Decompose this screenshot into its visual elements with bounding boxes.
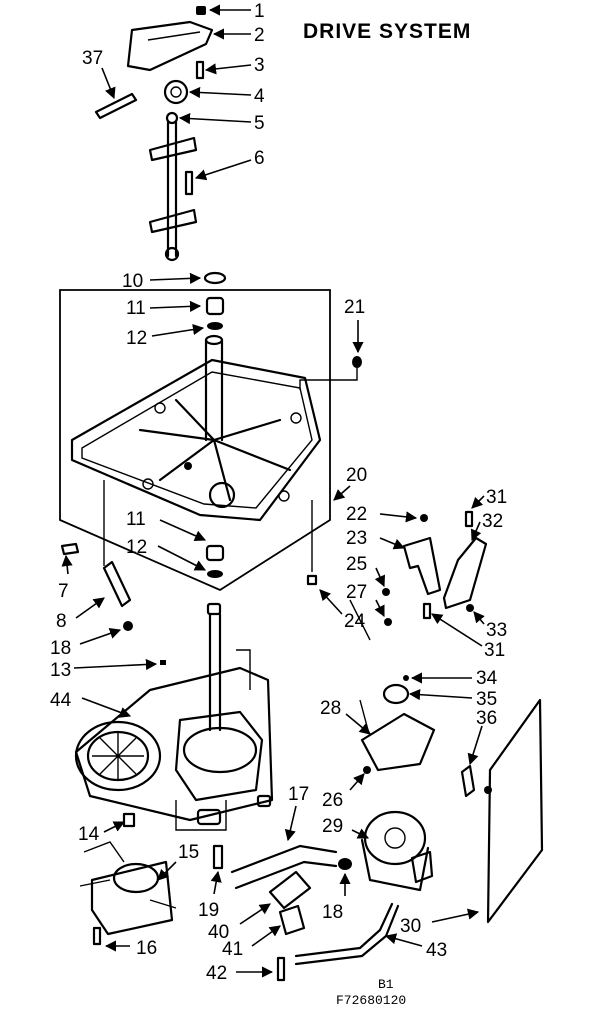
callout-27: 27 [346, 582, 367, 603]
callout-18: 18 [50, 638, 71, 659]
callout-12-lower: 12 [126, 537, 147, 558]
callout-11-lower: 11 [126, 509, 146, 530]
callout-15: 15 [178, 842, 199, 863]
pump-assembly [79, 841, 177, 946]
callouts: 1 2 3 4 5 6 37 10 11 12 21 20 11 12 7 8 [50, 1, 507, 984]
transmission-assembly [74, 602, 274, 831]
callout-29: 29 [322, 816, 343, 837]
callout-40: 40 [208, 922, 229, 943]
callout-6: 6 [254, 148, 265, 169]
callout-31-top: 31 [486, 487, 507, 508]
callout-13: 13 [50, 660, 71, 681]
motor-assembly [338, 599, 436, 892]
callout-42: 42 [206, 963, 227, 984]
callout-33: 33 [486, 620, 507, 641]
callout-25: 25 [346, 554, 367, 575]
callout-4: 4 [254, 86, 265, 107]
footer-code: F72680120 [336, 993, 406, 1008]
callout-7: 7 [58, 581, 69, 602]
callout-32: 32 [482, 511, 503, 532]
callout-23: 23 [346, 528, 367, 549]
callout-22: 22 [346, 504, 367, 525]
top-shaft-assembly [94, 6, 214, 262]
callout-35: 35 [476, 689, 497, 710]
cover-panel [460, 698, 544, 924]
callout-10: 10 [122, 271, 143, 292]
callout-31-bottom: 31 [484, 640, 505, 661]
callout-16: 16 [136, 938, 157, 959]
callout-24: 24 [344, 611, 366, 632]
callout-17: 17 [288, 784, 309, 805]
callout-41: 41 [222, 939, 243, 960]
callout-5: 5 [254, 113, 265, 134]
callout-14: 14 [78, 824, 100, 845]
callout-44: 44 [50, 690, 72, 711]
callout-3: 3 [254, 55, 265, 76]
callout-2: 2 [254, 25, 265, 46]
callout-12: 12 [126, 328, 147, 349]
base-plate-assembly [59, 271, 362, 631]
hose-assembly [212, 844, 400, 982]
callout-28: 28 [320, 698, 341, 719]
callout-8: 8 [56, 611, 67, 632]
callout-20: 20 [346, 465, 367, 486]
diagram-title: DRIVE SYSTEM [303, 20, 471, 43]
footer-line1: B1 [378, 977, 394, 992]
callout-1: 1 [254, 1, 265, 22]
switch-bracket-assembly [382, 510, 488, 626]
callout-30: 30 [400, 916, 421, 937]
callout-26: 26 [322, 790, 343, 811]
callout-21: 21 [344, 297, 365, 318]
callout-36: 36 [476, 708, 497, 729]
callout-43: 43 [426, 940, 447, 961]
callout-34: 34 [476, 668, 498, 689]
callout-18-lower: 18 [322, 902, 343, 923]
callout-19: 19 [198, 900, 219, 921]
callout-37: 37 [82, 48, 103, 69]
callout-11: 11 [126, 298, 146, 319]
